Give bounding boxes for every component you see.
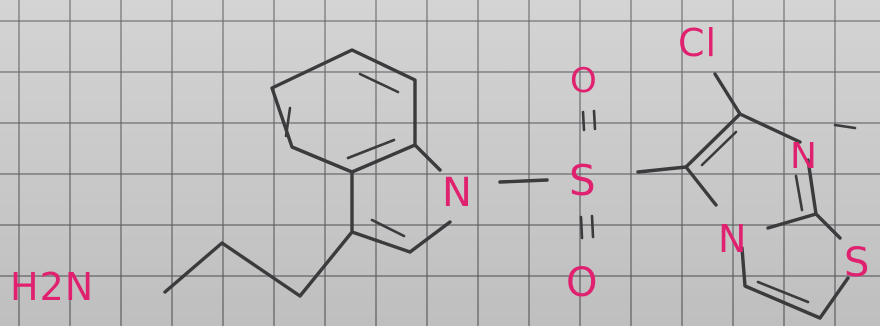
n-s-bond [498, 178, 549, 184]
fused-heterocycle [684, 72, 857, 320]
benzene-ring [270, 48, 417, 174]
amine-label: H2N [10, 265, 94, 309]
thiazole-sulfur-label: S [844, 240, 870, 286]
oxygen-top-label: O [570, 61, 598, 101]
sulfonyl-double-bonds [579, 109, 597, 240]
indole-nitrogen-label: N [442, 170, 473, 216]
s-ring-bond [636, 165, 688, 174]
pyrrole-ring [350, 143, 452, 254]
aminopropyl-chain [163, 230, 354, 298]
sulfur-label: S [569, 156, 597, 205]
chlorine-label: Cl [678, 21, 717, 65]
oxygen-bottom-label: O [566, 260, 598, 306]
thiazole-bottom-nitrogen-label: N [718, 217, 747, 261]
thiazole-top-nitrogen-label: N [790, 136, 818, 177]
